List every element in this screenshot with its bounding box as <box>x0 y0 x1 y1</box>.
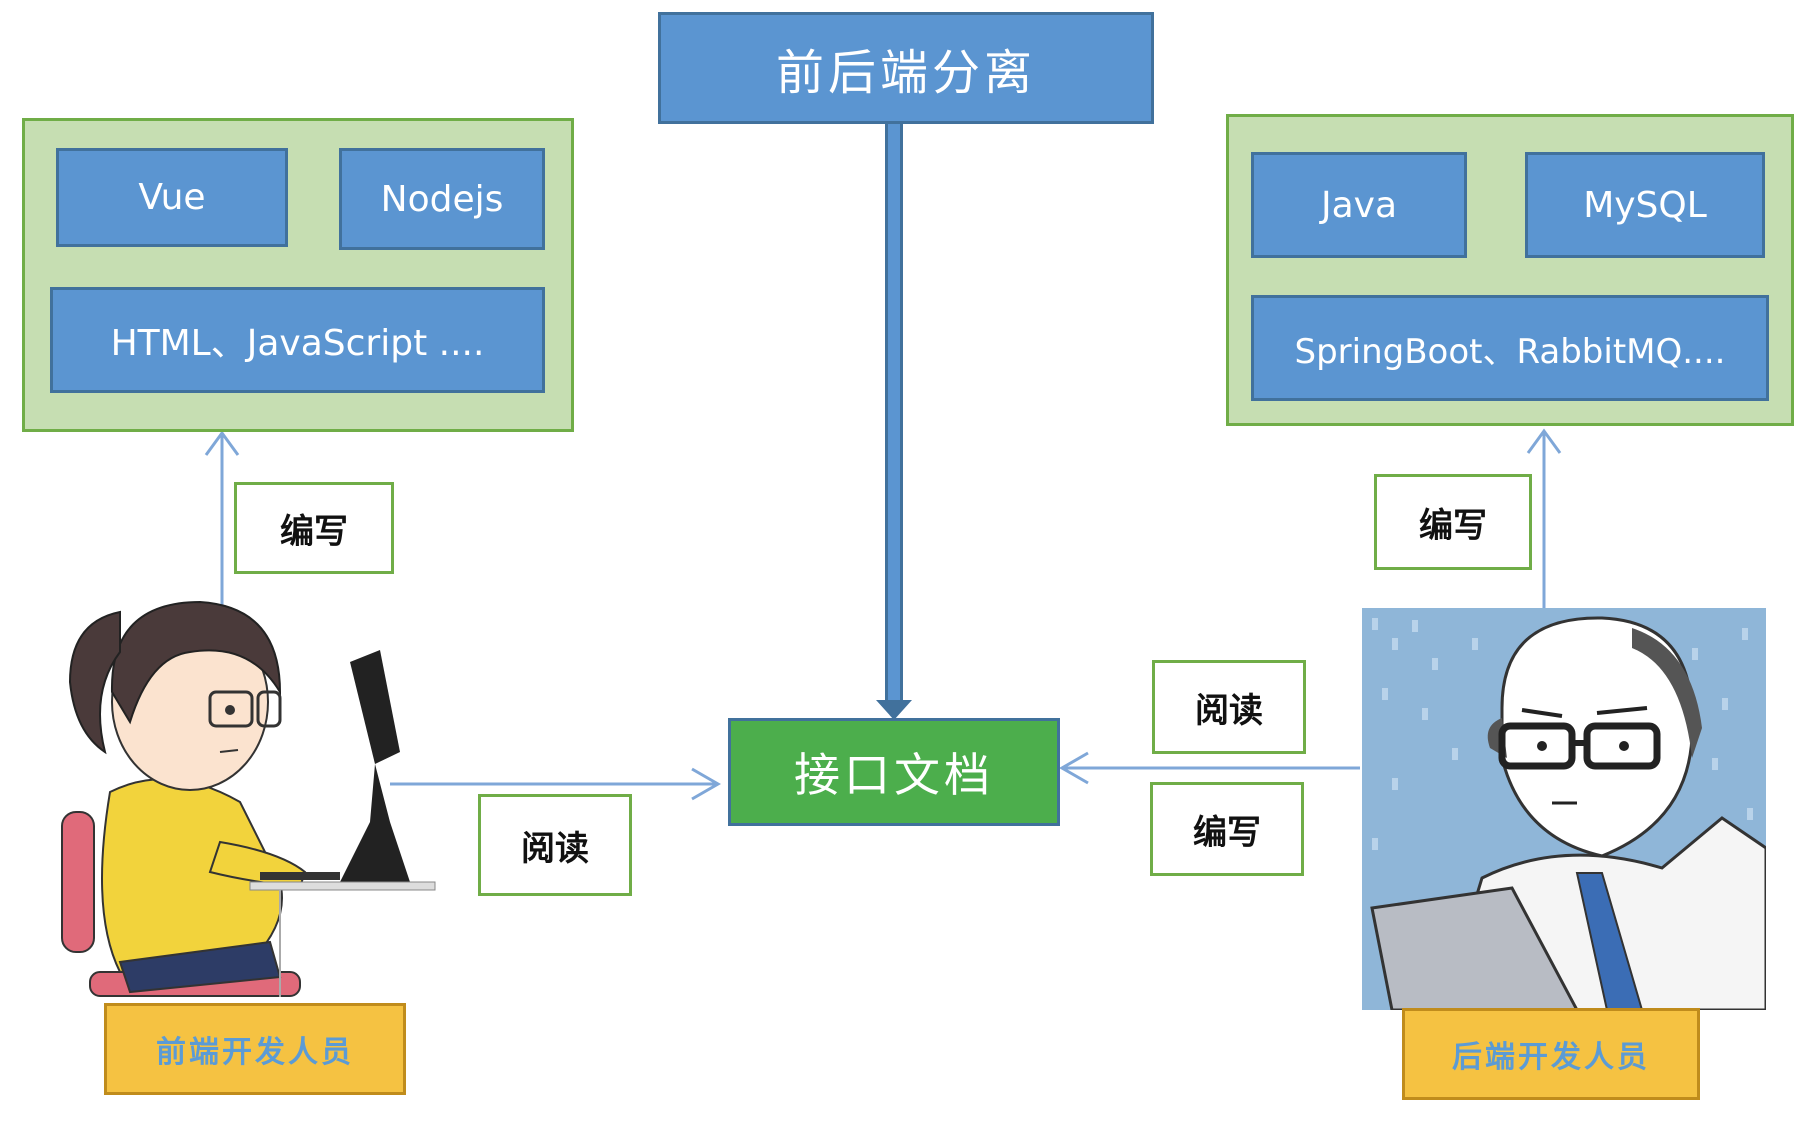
frontend-tech-panel: Vue Nodejs HTML、JavaScript .... <box>22 118 574 432</box>
frontend-write-label-box: 编写 <box>234 482 394 574</box>
api-doc-label: 接口文档 <box>794 748 994 802</box>
backend-read-label-box: 阅读 <box>1152 660 1306 754</box>
frontend-role-label: 前端开发人员 <box>156 1035 354 1070</box>
title-label: 前后端分离 <box>775 45 1036 101</box>
frontend-item-nodejs: Nodejs <box>339 148 545 250</box>
title-box: 前后端分离 <box>658 12 1154 124</box>
api-doc-box: 接口文档 <box>728 718 1060 826</box>
backend-write-label-2: 编写 <box>1193 812 1261 853</box>
backend-wide-label: SpringBoot、RabbitMQ.... <box>1294 331 1726 372</box>
backend-item-mysql: MySQL <box>1525 152 1765 258</box>
backend-tech-panel: Java MySQL SpringBoot、RabbitMQ.... <box>1226 114 1794 426</box>
backend-read-label: 阅读 <box>1195 690 1263 731</box>
backend-role-label: 后端开发人员 <box>1452 1040 1650 1075</box>
backend-write-label-box-2: 编写 <box>1150 782 1304 876</box>
title-to-doc-arrow-head <box>876 700 912 720</box>
frontend-item-label: Vue <box>138 177 206 218</box>
backend-developer-illustration <box>1362 608 1766 1010</box>
frontend-read-label: 阅读 <box>521 828 589 869</box>
backend-item-label: MySQL <box>1583 184 1707 226</box>
frontend-developer-illustration <box>61 600 436 997</box>
frontend-item-label: Nodejs <box>380 178 504 220</box>
backend-write-label-box: 编写 <box>1374 474 1532 570</box>
frontend-wide-item: HTML、JavaScript .... <box>50 287 545 393</box>
backend-wide-item: SpringBoot、RabbitMQ.... <box>1251 295 1769 401</box>
backend-write-label: 编写 <box>1419 505 1487 546</box>
frontend-item-vue: Vue <box>56 148 288 247</box>
backend-role-box: 后端开发人员 <box>1402 1008 1700 1100</box>
backend-item-java: Java <box>1251 152 1467 258</box>
frontend-read-label-box: 阅读 <box>478 794 632 896</box>
frontend-write-label: 编写 <box>280 511 348 552</box>
frontend-wide-label: HTML、JavaScript .... <box>110 323 485 364</box>
backend-item-label: Java <box>1320 184 1398 226</box>
frontend-role-box: 前端开发人员 <box>104 1003 406 1095</box>
